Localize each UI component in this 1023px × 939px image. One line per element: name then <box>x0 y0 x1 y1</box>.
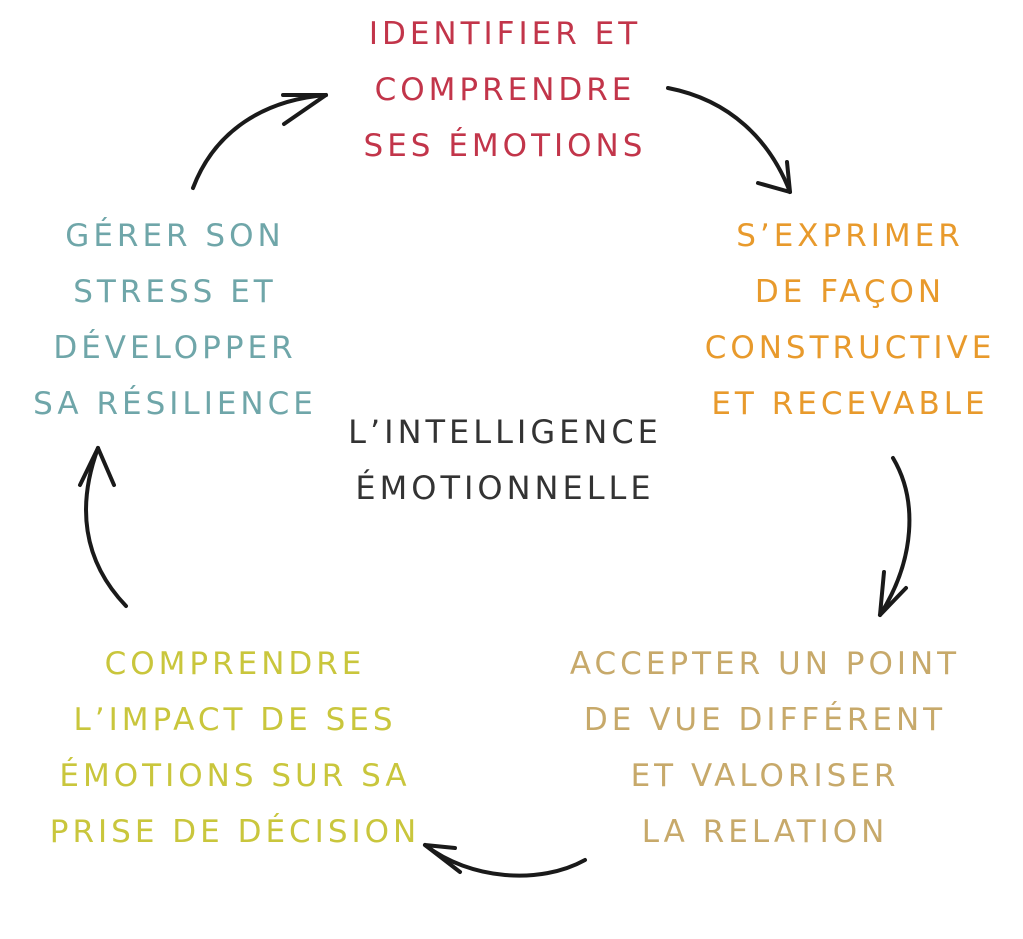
arrowhead-identify-to-express <box>756 160 792 194</box>
node-line: SES ÉMOTIONS <box>363 128 647 164</box>
node-identify-emotions: IDENTIFIER ET COMPRENDRE SES ÉMOTIONS <box>355 6 655 174</box>
arrowhead-accept-to-impact <box>423 843 462 874</box>
node-express-constructively: S’EXPRIMER DE FAÇON CONSTRUCTIVE ET RECE… <box>700 208 1000 432</box>
node-line: COMPRENDRE <box>104 646 366 682</box>
node-line: ACCEPTER UN POINT <box>569 646 961 682</box>
node-line: ET VALORISER <box>630 758 900 794</box>
center-title-line: ÉMOTIONNELLE <box>355 469 655 507</box>
arrow-impact-to-stress <box>84 446 128 608</box>
node-understand-impact: COMPRENDRE L’IMPACT DE SES ÉMOTIONS SUR … <box>45 636 425 860</box>
arrow-stress-to-identify <box>191 93 328 190</box>
center-title: L’INTELLIGENCE ÉMOTIONNELLE <box>305 404 705 516</box>
arrow-express-to-accept <box>878 456 912 617</box>
arrow-identify-to-express <box>666 86 792 194</box>
node-line: DE VUE DIFFÉRENT <box>583 702 947 738</box>
arrowhead-express-to-accept <box>878 570 908 617</box>
node-manage-stress: GÉRER SON STRESS ET DÉVELOPPER SA RÉSILI… <box>33 208 317 432</box>
node-line: STRESS ET <box>73 274 277 310</box>
node-line: L’IMPACT DE SES <box>73 702 397 738</box>
node-accept-point-of-view: ACCEPTER UN POINT DE VUE DIFFÉRENT ET VA… <box>570 636 956 860</box>
node-line: ET RECEVABLE <box>711 386 989 422</box>
node-line: DE FAÇON <box>754 274 946 310</box>
node-line: S’EXPRIMER <box>736 218 964 254</box>
node-line: IDENTIFIER ET <box>368 16 642 52</box>
node-line: CONSTRUCTIVE <box>704 330 996 366</box>
node-line: ÉMOTIONS SUR SA <box>59 758 411 794</box>
node-line: COMPRENDRE <box>374 72 636 108</box>
node-line: GÉRER SON <box>65 218 285 254</box>
arrow-accept-to-impact <box>423 843 587 878</box>
node-line: DÉVELOPPER <box>53 330 297 366</box>
center-title-line: L’INTELLIGENCE <box>348 413 662 451</box>
node-line: SA RÉSILIENCE <box>33 386 317 422</box>
arrowhead-impact-to-stress <box>78 446 116 487</box>
node-line: LA RELATION <box>641 814 889 850</box>
node-line: PRISE DE DÉCISION <box>49 814 421 850</box>
arrowhead-stress-to-identify <box>281 93 328 126</box>
